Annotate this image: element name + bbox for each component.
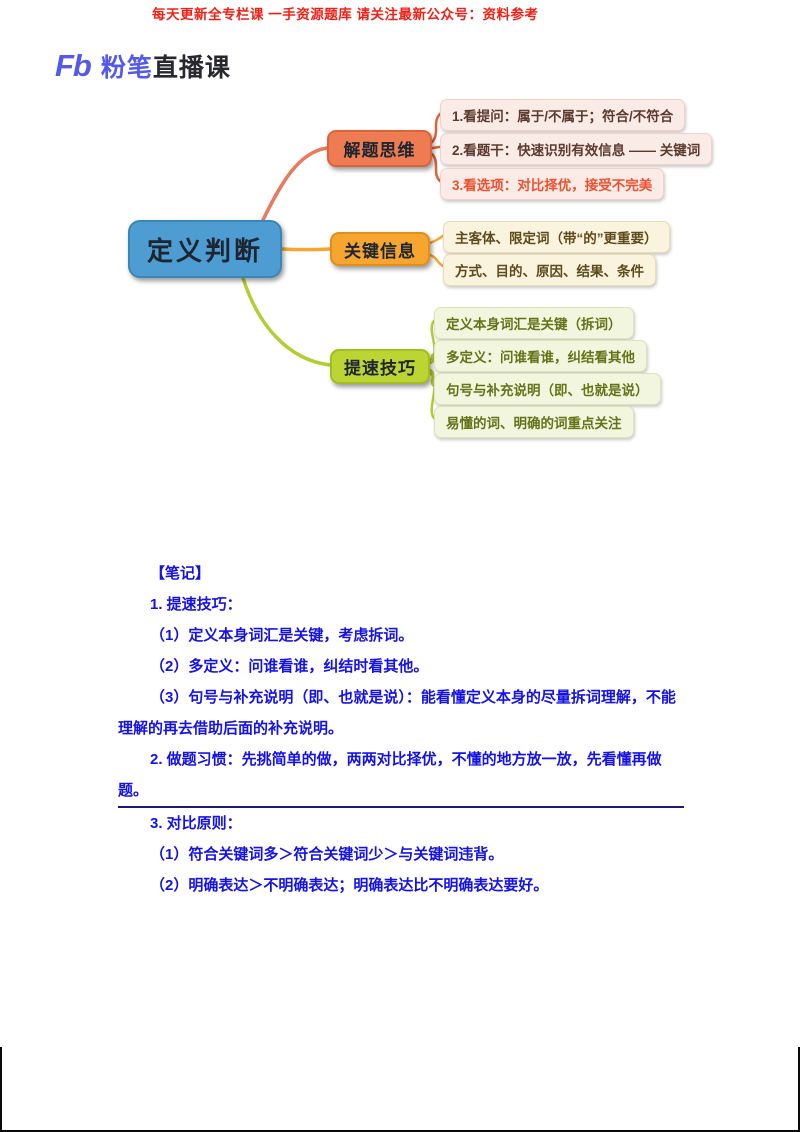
notes-line: 理解的再去借助后面的补充说明。 bbox=[118, 720, 344, 737]
connector-branch2-leaf1 bbox=[428, 234, 445, 245]
mindmap-leaf: 定义本身词汇是关键（拆词） bbox=[434, 307, 634, 339]
mindmap-leaf: 方式、目的、原因、结果、条件 bbox=[443, 254, 656, 286]
mindmap-leaf: 主客体、限定词（带“的”更重要） bbox=[443, 221, 670, 253]
notes-line: （1）定义本身词汇是关键，考虑拆词。 bbox=[150, 627, 414, 644]
mindmap: 定义判断 解题思维 关键信息 提速技巧 1.看提问：属于/不属于；符合/不符合 … bbox=[0, 90, 800, 460]
page-border bbox=[0, 1047, 800, 1132]
fenbi-logo-icon: Fb bbox=[55, 48, 92, 83]
connector-branch1-leaf3 bbox=[430, 152, 442, 183]
fenbi-logo: Fb 粉笔 直播课 bbox=[55, 48, 231, 84]
notes-line: （3）句号与补充说明（即、也就是说）：能看懂定义本身的尽量拆词理解，不能 bbox=[150, 689, 676, 706]
connector-root-branch3 bbox=[241, 276, 332, 367]
mindmap-leaf: 2.看题干：快速识别有效信息 —— 关键词 bbox=[440, 133, 713, 165]
connector-root-branch2 bbox=[280, 247, 332, 252]
mindmap-root-node: 定义判断 bbox=[128, 220, 282, 278]
mindmap-leaf: 句号与补充说明（即、也就是说） bbox=[434, 373, 661, 405]
mindmap-leaf: 3.看选项：对比择优，接受不完美 bbox=[440, 168, 665, 200]
notes-section: 【笔记】 1. 提速技巧： （1）定义本身词汇是关键，考虑拆词。 （2）多定义：… bbox=[118, 558, 684, 901]
connector-branch2-leaf2 bbox=[428, 253, 445, 268]
fenbi-logo-suffix: 直播课 bbox=[152, 54, 231, 82]
promo-banner-text: 每天更新全专栏课 一手资源题库 请关注最新公众号：资料参考 bbox=[152, 7, 539, 22]
notes-line: 题。 bbox=[118, 775, 684, 808]
connector-root-branch1 bbox=[260, 146, 329, 224]
notes-title: 【笔记】 bbox=[150, 565, 211, 582]
notes-heading-1: 1. 提速技巧： bbox=[150, 596, 242, 613]
mindmap-leaf: 多定义：问谁看谁，纠结看其他 bbox=[434, 340, 647, 372]
mindmap-leaf: 易懂的词、明确的词重点关注 bbox=[434, 406, 634, 438]
connector-branch1-leaf2 bbox=[430, 145, 442, 150]
notes-line: （1）符合关键词多＞符合关键词少＞与关键词违背。 bbox=[150, 846, 504, 863]
mindmap-branch-tisu-jiqiao: 提速技巧 bbox=[330, 349, 430, 384]
connector-branch1-leaf1 bbox=[430, 112, 442, 144]
mindmap-branch-guanjian-xinxi: 关键信息 bbox=[330, 232, 430, 266]
mindmap-leaf: 1.看提问：属于/不属于；符合/不符合 bbox=[440, 99, 686, 131]
notes-heading-3: 3. 对比原则： bbox=[150, 815, 242, 832]
mindmap-branch-jieti-siwei: 解题思维 bbox=[327, 130, 432, 167]
notes-heading-2: 2. 做题习惯：先挑简单的做，两两对比择优，不懂的地方放一放，先看懂再做 bbox=[150, 751, 662, 768]
notes-line: （2）多定义：问谁看谁，纠结时看其他。 bbox=[150, 658, 429, 675]
notes-line: （2）明确表达＞不明确表达；明确表达比不明确表达要好。 bbox=[150, 877, 549, 894]
fenbi-logo-brand: 粉笔 bbox=[100, 54, 153, 82]
